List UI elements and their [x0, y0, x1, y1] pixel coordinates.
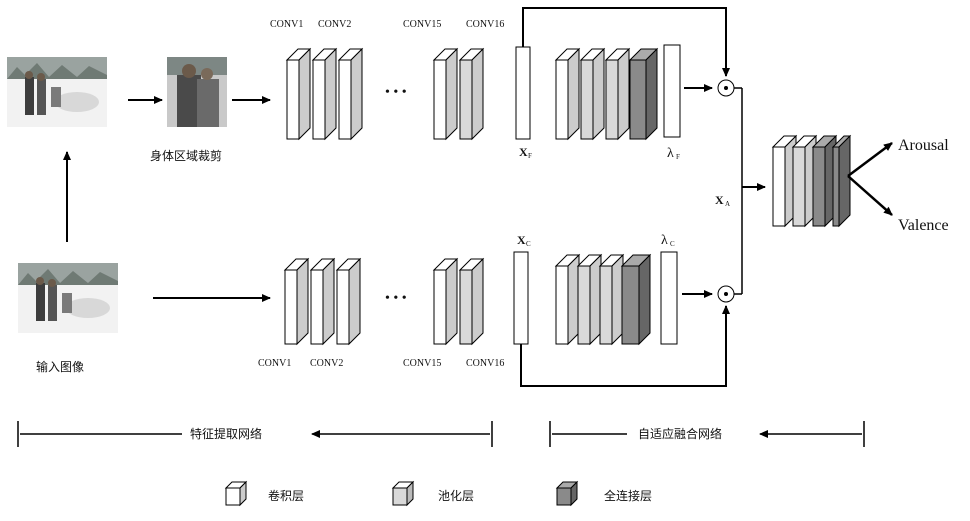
bottom-weight-sub: C [670, 240, 675, 248]
output-valence: Valence [898, 217, 949, 234]
bottom-fc-block [556, 255, 650, 344]
bottom-conv-block-2 [434, 259, 483, 344]
bottom-feature-vector [514, 252, 528, 344]
fused-feature-label: X [715, 193, 724, 207]
bottom-weight-label: λ [661, 233, 668, 248]
bottom-conv-block-1 [285, 259, 360, 344]
legend-pool-swatch [393, 482, 413, 505]
top-feature-vector [516, 47, 530, 139]
legend-fc-label: 全连接层 [604, 488, 652, 503]
bottom-fusion-dot [724, 292, 728, 296]
top-fc-block [556, 49, 657, 139]
bottom-conv1-label: CONV1 [258, 358, 291, 369]
output-arousal: Arousal [898, 137, 949, 154]
bottom-weight-vector [661, 252, 677, 344]
top-weight-vector [664, 45, 680, 137]
top-feature-label: X [519, 145, 528, 159]
top-conv1-label: CONV1 [270, 19, 303, 30]
top-conv15-label: CONV15 [403, 19, 441, 30]
bottom-conv15-label: CONV15 [403, 358, 441, 369]
input-image-label: 输入图像 [36, 359, 84, 374]
top-feature-sub: F [528, 152, 532, 160]
fusion-net-label: 自适应融合网络 [638, 426, 722, 441]
legend-conv-swatch [226, 482, 246, 505]
legend-conv-label: 卷积层 [268, 488, 304, 503]
feature-net-label: 特征提取网络 [190, 426, 262, 441]
bottom-feature-label: X [517, 233, 526, 247]
bottom-conv16-label: CONV16 [466, 358, 504, 369]
arrow-to-valence [848, 176, 892, 215]
top-conv16-label: CONV16 [466, 19, 504, 30]
bottom-ellipsis: • • • [385, 291, 407, 306]
top-input-image [7, 57, 107, 127]
crop-label: 身体区域裁剪 [150, 148, 222, 163]
bottom-feature-sub: C [526, 240, 531, 248]
top-weight-label: λ [667, 146, 674, 161]
final-fc-block [773, 136, 850, 226]
top-conv2-label: CONV2 [318, 19, 351, 30]
top-conv-block-2 [434, 49, 483, 139]
arrow-to-arousal [848, 143, 892, 176]
top-ellipsis: • • • [385, 85, 407, 100]
cropped-body-image [167, 57, 227, 127]
legend-fc-swatch [557, 482, 577, 505]
top-conv-block-1 [287, 49, 362, 139]
bottom-conv2-label: CONV2 [310, 358, 343, 369]
top-fusion-dot [724, 86, 728, 90]
top-weight-sub: F [676, 153, 680, 161]
fused-feature-sub: A [725, 200, 730, 208]
bottom-input-image [18, 263, 118, 333]
legend-pool-label: 池化层 [438, 489, 474, 503]
